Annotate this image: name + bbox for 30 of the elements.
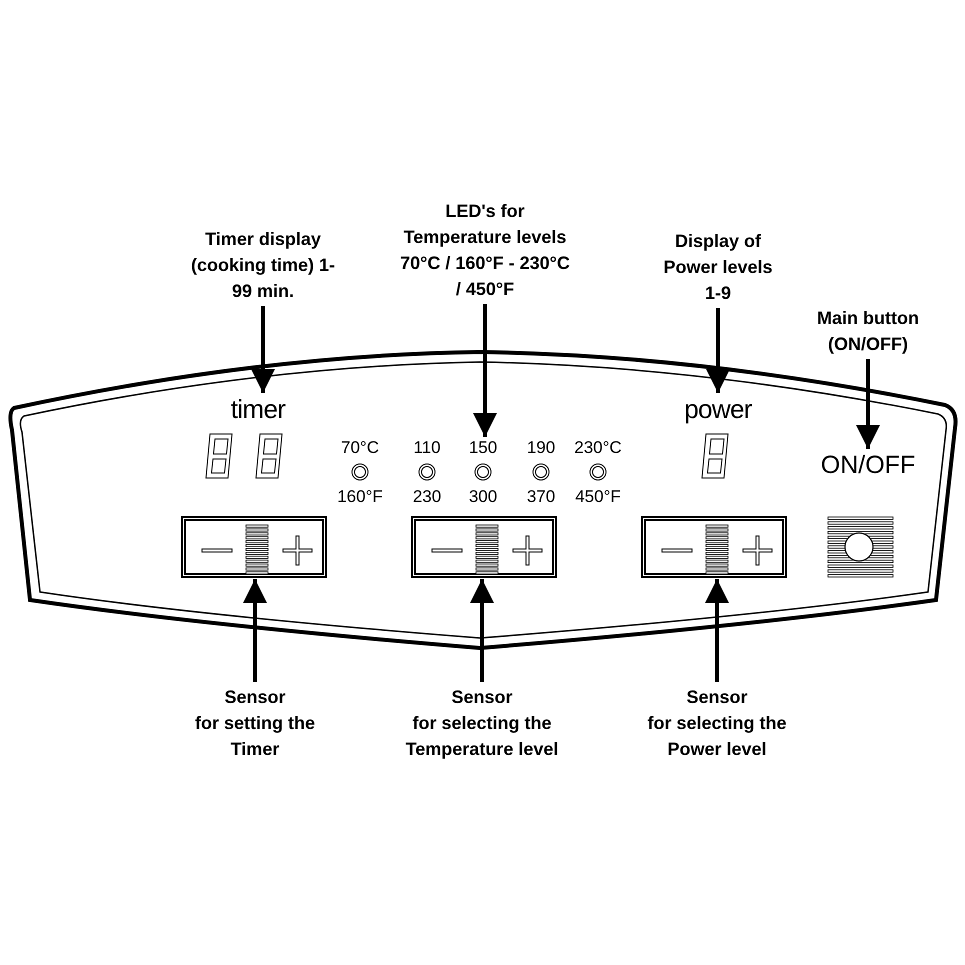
panel-label: power xyxy=(673,394,763,424)
callout-text: Display of Power levels 1-9 xyxy=(658,228,778,306)
arrow xyxy=(470,579,494,682)
arrow xyxy=(251,306,275,393)
callout-text: Sensor for selecting the Power level xyxy=(622,684,812,762)
arrow xyxy=(706,308,730,393)
callout-text: Sensor for setting the Timer xyxy=(170,684,340,762)
temperature-label: 70°C xyxy=(340,438,380,458)
callout-text: Sensor for selecting the Temperature level xyxy=(377,684,587,762)
callout-text: Timer display (cooking time) 1-99 min. xyxy=(188,226,338,304)
touch-sensor xyxy=(641,516,787,578)
panel-label: timer xyxy=(218,394,298,424)
temperature-label: 150 xyxy=(461,438,505,458)
callout-text: LED's for Temperature levels 70°C / 160°F - 230°C / 450°F xyxy=(400,198,570,302)
temperature-label: 110 xyxy=(412,438,442,458)
panel-label: ON/OFF xyxy=(808,450,928,480)
temperature-label: 190 xyxy=(526,438,556,458)
arrow xyxy=(856,359,880,449)
arrow xyxy=(243,579,267,682)
callout-text: Main button (ON/OFF) xyxy=(793,305,943,357)
temperature-label: 160°F xyxy=(336,487,384,507)
temperature-label: 300 xyxy=(468,487,498,507)
temperature-label: 230 xyxy=(412,487,442,507)
arrow xyxy=(473,304,497,437)
temperature-label: 230°C xyxy=(573,438,623,458)
touch-sensor xyxy=(411,516,557,578)
touch-sensor xyxy=(181,516,327,578)
arrow xyxy=(705,579,729,682)
temperature-label: 450°F xyxy=(574,487,622,507)
temperature-label: 370 xyxy=(526,487,556,507)
